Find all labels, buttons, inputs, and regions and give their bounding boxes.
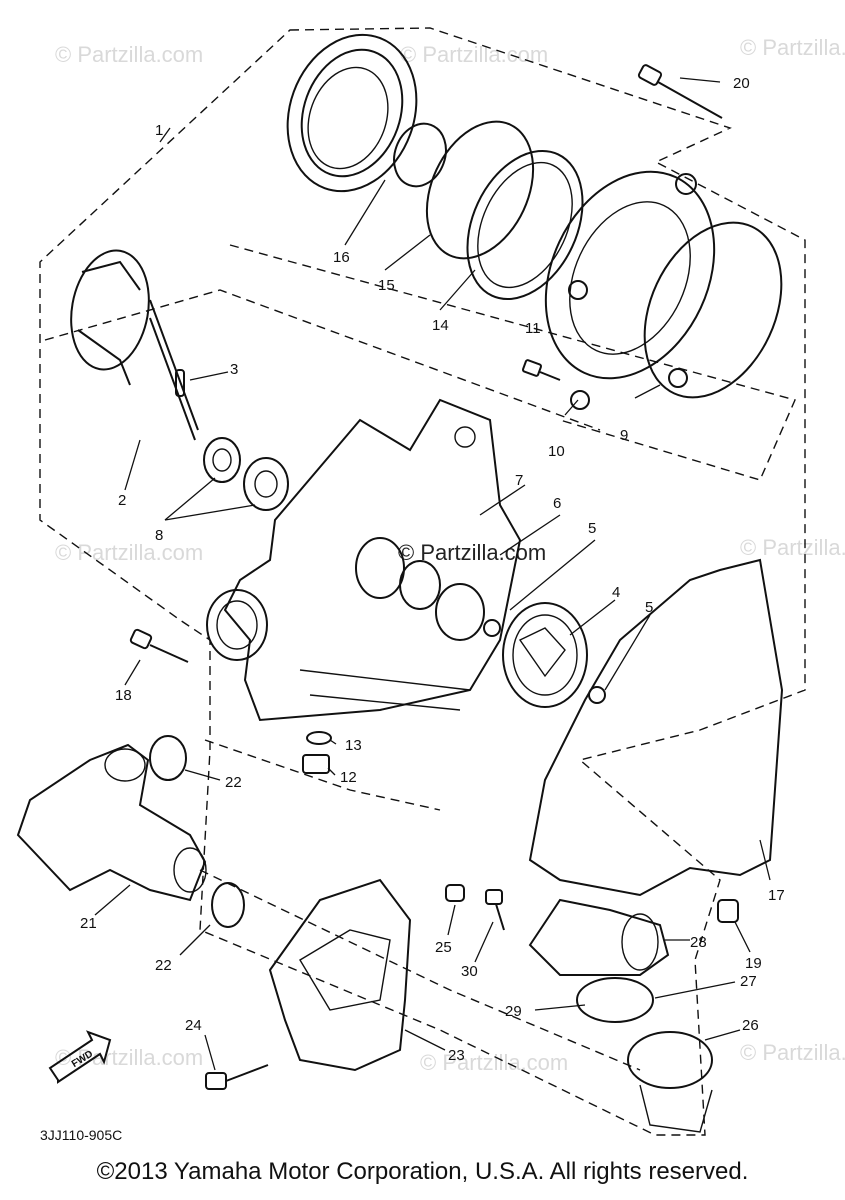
impeller-part — [70, 249, 199, 441]
pump-housing-part — [206, 398, 522, 722]
washer-part — [306, 731, 332, 745]
leader-lines — [94, 77, 771, 1071]
drain-bolt-part — [302, 754, 330, 774]
callout-label: 13 — [345, 737, 362, 754]
seal-part — [286, 33, 418, 193]
thermostat-cover-part — [528, 898, 670, 976]
callout-label: 4 — [612, 584, 620, 601]
gasket-ring-part — [643, 221, 783, 399]
copyright-notice: ©2013 Yamaha Motor Corporation, U.S.A. A… — [96, 1158, 749, 1185]
o-ring-part — [425, 120, 535, 260]
coolant-pipe-part — [16, 743, 207, 902]
disc-part — [393, 122, 447, 188]
sub-outline — [44, 289, 601, 431]
pump-cover-part — [544, 170, 716, 410]
callout-label: 10 — [548, 443, 565, 460]
callout-label: 23 — [448, 1047, 465, 1064]
callout-label: 22 — [155, 957, 172, 974]
thermostat-housing-part — [268, 878, 412, 1072]
watermark: © Partzilla.com — [400, 42, 548, 67]
callout-label: 11 — [525, 320, 541, 337]
callout-label: 2 — [118, 492, 126, 509]
callout-label: 14 — [432, 317, 449, 334]
watermark: © Partzilla.com — [55, 540, 203, 565]
oil-seal-part — [203, 437, 289, 511]
callout-label: 7 — [515, 472, 523, 489]
callout-label: 18 — [115, 687, 132, 704]
callout-label: 12 — [340, 769, 357, 786]
thermostat-part — [627, 1031, 713, 1133]
callout-label: 5 — [645, 599, 653, 616]
callout-label: 19 — [745, 955, 762, 972]
cover-bolt-part — [485, 889, 505, 931]
callout-label: 5 — [588, 520, 596, 537]
sub-outline — [229, 244, 796, 481]
callout-label: 27 — [740, 973, 757, 990]
o-ring-part — [211, 882, 245, 928]
watermark: © Partzilla.com — [55, 42, 203, 67]
callout-label: 15 — [378, 277, 395, 294]
callout-label: 9 — [620, 427, 628, 444]
pin-part — [175, 369, 185, 397]
bolt-part — [637, 64, 723, 119]
thermostat-o-ring-part — [576, 977, 654, 1023]
watermark: © Partzilla.com — [420, 1050, 568, 1075]
callout-label: 21 — [80, 915, 97, 932]
plug-part — [445, 884, 465, 902]
assembly-outline — [39, 27, 806, 1136]
callout-label: 6 — [553, 495, 561, 512]
callout-label: 16 — [333, 249, 350, 266]
housing-bolt-part — [129, 628, 189, 663]
callout-label: 20 — [733, 75, 750, 92]
small-bolt-part — [521, 359, 561, 381]
callout-label: 3 — [230, 361, 238, 378]
dowel-pin-part — [717, 899, 739, 923]
callout-label: 24 — [185, 1017, 202, 1034]
callout-label: 1 — [155, 122, 163, 139]
gasket-part — [528, 558, 784, 897]
circlip-part — [483, 619, 501, 637]
callout-label: 28 — [690, 934, 707, 951]
callout-label: 30 — [461, 963, 478, 980]
thermostat-bolt-part — [205, 1064, 269, 1090]
callout-label: 8 — [155, 527, 163, 544]
watermark: © Partzilla.com — [740, 35, 845, 60]
callout-label: 29 — [505, 1003, 522, 1020]
callout-label: 26 — [742, 1017, 759, 1034]
callout-labels: 1 2 3 4 5 5 6 7 8 9 10 11 12 13 14 15 16… — [80, 75, 785, 1064]
gear-part — [502, 602, 588, 708]
sub-outline — [204, 739, 441, 811]
callout-label: 25 — [435, 939, 452, 956]
watermark: © Partzilla.com — [740, 535, 845, 560]
ring-part — [466, 149, 584, 301]
o-ring-part — [149, 735, 187, 781]
watermark: © Partzilla.com — [740, 1040, 845, 1065]
callout-label: 17 — [768, 887, 785, 904]
callout-label: 22 — [225, 774, 242, 791]
diagram-code: 3JJ110-905C — [40, 1127, 122, 1143]
sub-outline — [199, 869, 641, 1071]
